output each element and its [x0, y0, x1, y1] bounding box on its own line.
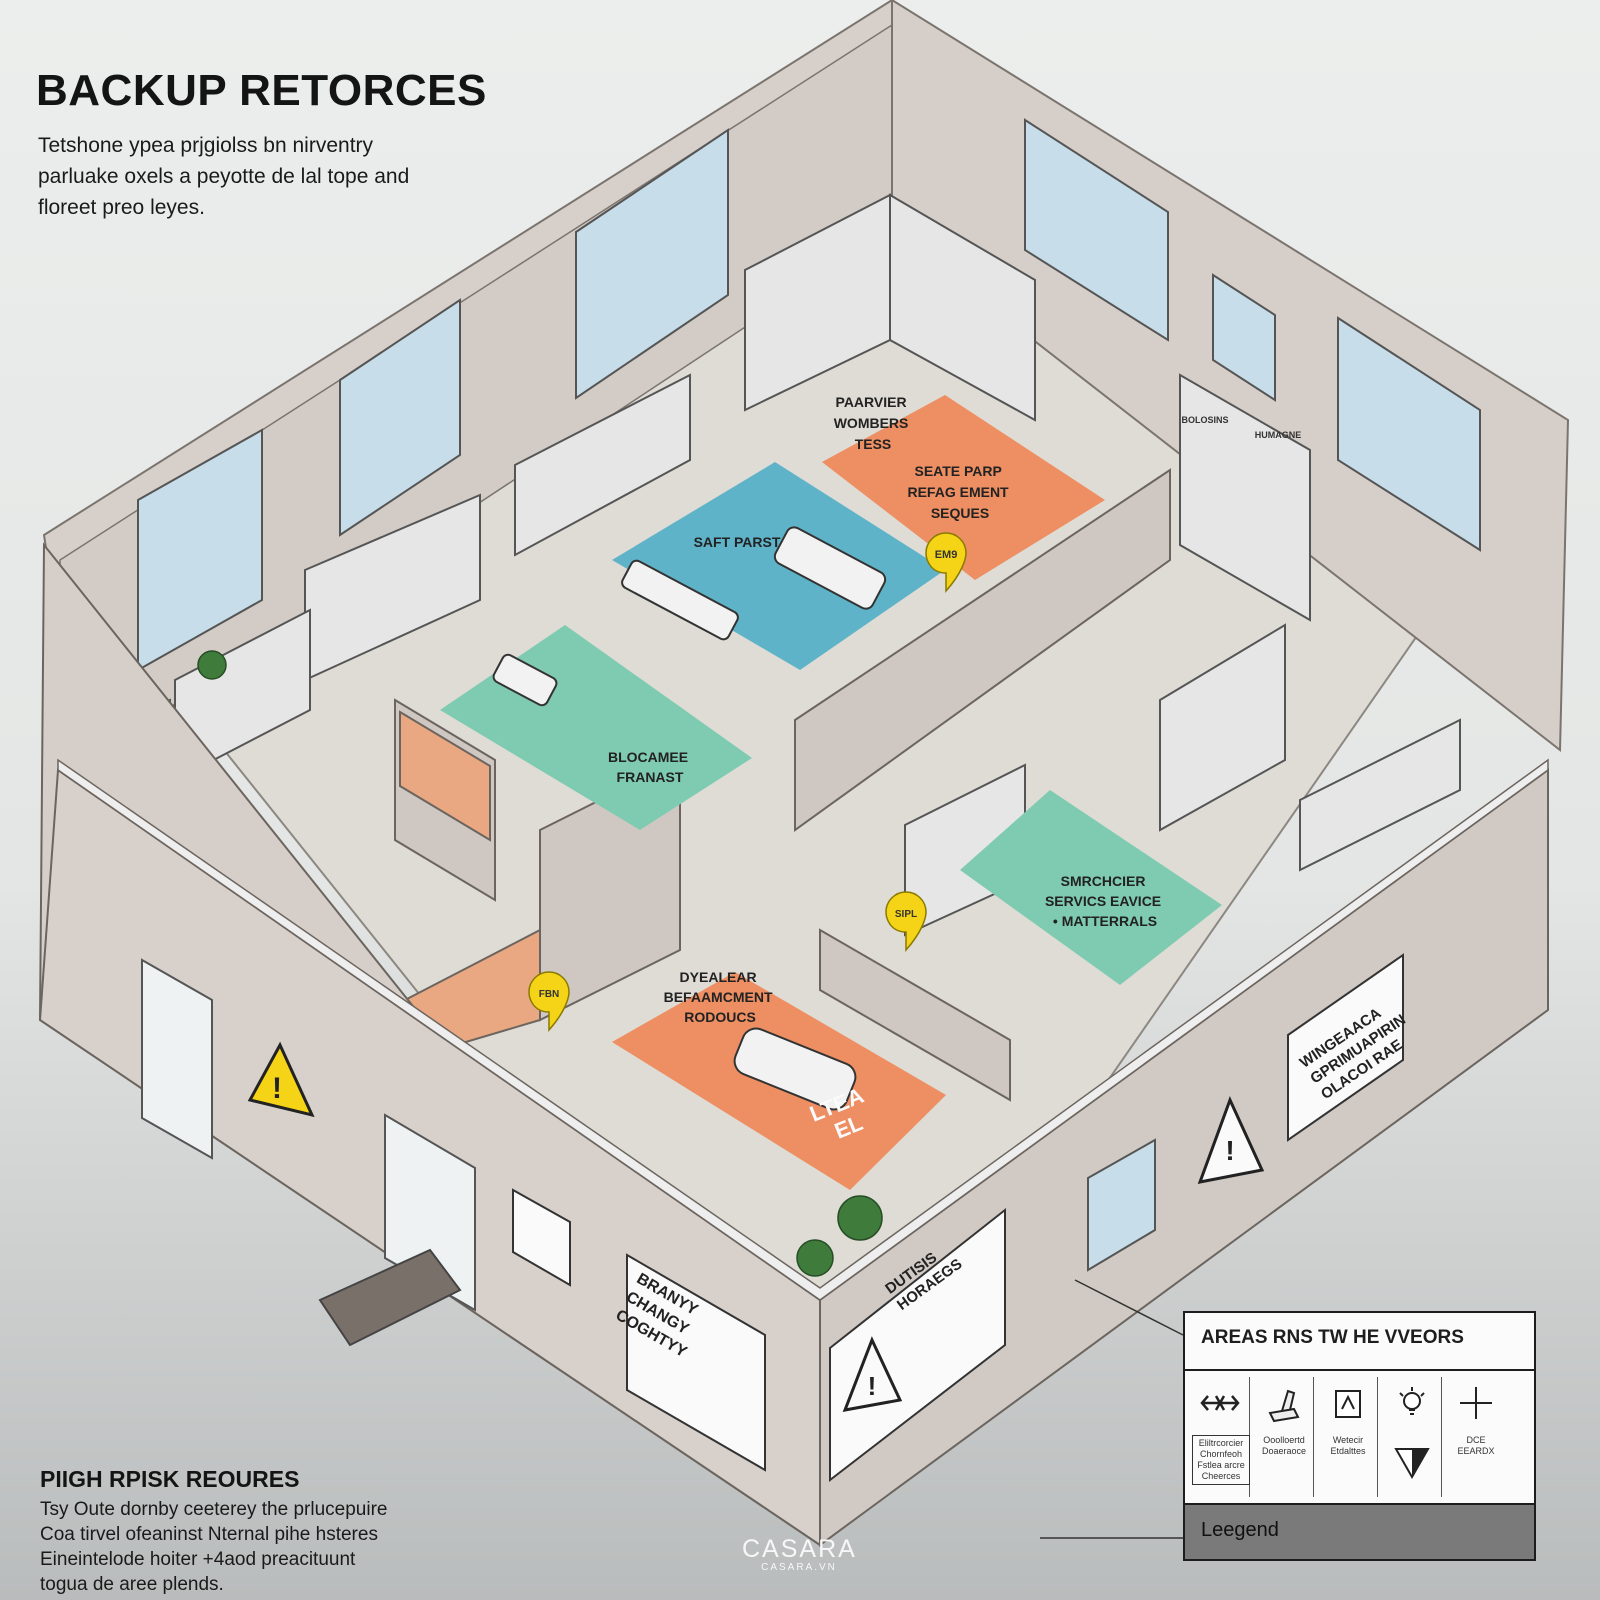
legend-caption: Wetecir Etdalttes — [1330, 1435, 1366, 1456]
legend-caption: Eliltrcorcier Chornfeoh Fstlea arcre Che… — [1192, 1435, 1250, 1485]
lightbulb-icon — [1399, 1387, 1425, 1415]
legend-caption: Ooolloertd Doaeraoce — [1261, 1435, 1307, 1456]
entrance-steps — [318, 1248, 462, 1347]
intro-line: parluake oxels a peyotte de lal tope and — [38, 165, 410, 188]
high-risk-line: togua de aree plends. — [40, 1574, 224, 1595]
intro-line: Tetshone ypea prjgiolss bn nirventry — [38, 134, 374, 157]
zone-repair-workers — [822, 395, 1105, 580]
warning-triangle-icon: ! — [247, 1041, 315, 1118]
legend-icon-row: Eliltrcorcier Chornfeoh Fstlea arcre Che… — [1185, 1371, 1534, 1503]
front-wall-top-edge — [57, 758, 1549, 1301]
legend-leader-lines — [1040, 1279, 1184, 1539]
zone-label-replacement-products: DYEALEAR BEFAAMCMENT RODOUCS — [664, 969, 777, 1025]
plus-icon — [1460, 1387, 1492, 1419]
shelf-labels: BOLOSINS HUMAGNE — [1181, 415, 1301, 440]
sign-panel-small — [512, 1188, 571, 1287]
half-filled-shield-icon — [1394, 1448, 1430, 1480]
pin-label-fbn: FBN — [539, 989, 560, 1000]
zone-spare-parts — [612, 462, 945, 670]
sign-panel-right — [1287, 953, 1404, 1142]
sign-panel-center — [829, 1207, 1006, 1483]
svg-text:!: ! — [868, 1371, 877, 1401]
intro-text: Tetshone ypea prjgiolss bn nirventry par… — [38, 130, 498, 223]
plants — [197, 650, 883, 1277]
shelving-units — [74, 193, 1461, 937]
zone-label-repair-workers: PAARVIER WOMBERS TESS — [834, 394, 913, 452]
tag-icon — [1335, 1390, 1361, 1418]
intro-line: floreet preo leyes. — [38, 196, 205, 219]
back-right-windows — [1024, 118, 1481, 552]
shelf-label: HUMAGNE — [1255, 430, 1302, 440]
high-risk-body: Tsy Oute dornby ceeterey the prlucepuire… — [40, 1497, 500, 1597]
location-pin-icon: FBN — [528, 971, 570, 1032]
location-pin-icon: EM9 — [925, 532, 967, 593]
shelf-label: BOLOSINS — [1181, 415, 1228, 425]
svg-text:!: ! — [272, 1072, 282, 1105]
watermark-brand: CASARA — [742, 1535, 857, 1563]
legend-item: DCE EEARDX — [1447, 1377, 1505, 1497]
legend-item: Wetecir Etdalttes — [1319, 1377, 1378, 1497]
pin-label-em9: EM9 — [935, 549, 958, 561]
zone-label-spare-repair: SEATE PARP REFAG EMENT SEQUES — [907, 463, 1012, 521]
legend-item: Ooolloertd Doaeraoce — [1255, 1377, 1314, 1497]
front-right-window — [1087, 1138, 1156, 1272]
sign-panel-left — [626, 1253, 766, 1472]
legend-item: Eliltrcorcier Chornfeoh Fstlea arcre Che… — [1191, 1377, 1250, 1497]
wall-sign-panels — [512, 953, 1404, 1483]
zone-equipment — [492, 526, 887, 1111]
legend-caption: DCE EEARDX — [1457, 1435, 1495, 1456]
location-pins: EM9 SIPL FBN — [528, 532, 967, 1032]
zone-label-service-materials: SMRCHCIER SERVICS EAVICE • MATTERRALS — [1045, 873, 1165, 929]
legend-footer: Leegend — [1185, 1503, 1534, 1559]
legend-heading: AREAS RNS TW HE VVEORS — [1185, 1313, 1534, 1371]
warning-triangles: ! ! ! — [247, 1041, 1265, 1412]
watermark-site: CASARA.VN — [761, 1562, 837, 1573]
warning-triangle-icon: ! — [1197, 1096, 1265, 1184]
watermark: CASARA CASARA.VN — [742, 1536, 856, 1573]
back-left-windows — [137, 128, 729, 672]
stamp-icon — [1268, 1389, 1300, 1423]
page-title: BACKUP RETORCES — [36, 66, 487, 115]
high-risk-line: Coa tirvel ofeaninst Nternal pihe hstere… — [40, 1524, 378, 1545]
high-risk-line: Eineintelode hoiter +4aod preacituunt — [40, 1549, 356, 1570]
high-risk-line: Tsy Oute dornby ceeterey the prlucepuire — [40, 1499, 388, 1520]
warning-triangle-icon: ! — [842, 1336, 903, 1412]
zone-label-spare-parts: SAFT PARST — [694, 534, 781, 550]
legend-item — [1383, 1377, 1442, 1497]
pin-label-sipl: SIPL — [895, 909, 917, 920]
high-risk-title: PIIGH RPISK REOURES — [40, 1466, 300, 1492]
location-pin-icon: SIPL — [885, 891, 927, 952]
crosshair-arrows-icon — [1200, 1395, 1240, 1411]
zone-service-materials — [960, 790, 1222, 985]
legend-box: AREAS RNS TW HE VVEORS Eliltrcorcier Cho… — [1183, 1311, 1536, 1561]
svg-text:!: ! — [1225, 1135, 1234, 1166]
zone-label-block-fast: BLOCAMEE FRANAST — [608, 749, 692, 785]
